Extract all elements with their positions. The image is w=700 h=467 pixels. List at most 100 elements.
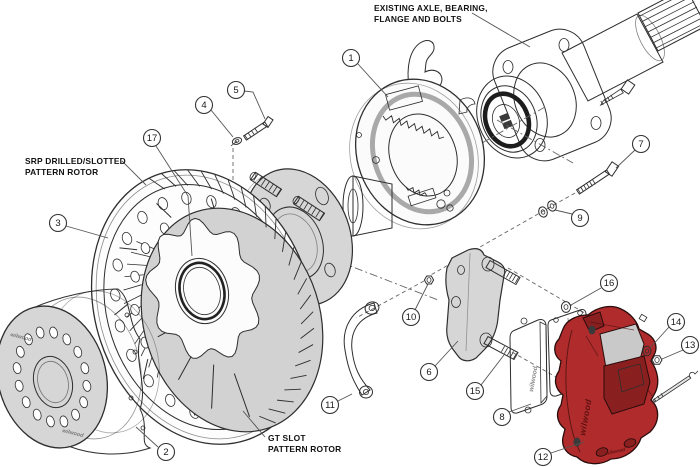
- callout-number: 4: [201, 100, 206, 111]
- callout-16: 16: [570, 273, 619, 306]
- hat-face: [0, 305, 109, 449]
- caliper-stud: [485, 259, 521, 286]
- callout-number: 2: [163, 447, 168, 458]
- wilwood-logo: wilwood: [605, 447, 626, 457]
- callout-number: 16: [604, 278, 615, 289]
- caliper-ear-upper: [582, 311, 605, 333]
- centerline-upper: [496, 119, 574, 164]
- hat-center-bore: [32, 355, 74, 409]
- backing-plate-rim: [354, 78, 486, 226]
- bleed-screw: [638, 313, 648, 323]
- drum-flange-hole: [132, 349, 138, 355]
- drum-flange-hole: [128, 395, 134, 401]
- hat-bolt-shank: [242, 121, 269, 141]
- callout-2: 2: [135, 426, 176, 462]
- shoe-holddown-pin: [372, 156, 380, 164]
- callout-number: 8: [499, 412, 504, 423]
- bracket-hole: [451, 296, 461, 308]
- callout-13: 13: [661, 335, 700, 360]
- bolt-axis-lower: [339, 261, 439, 301]
- shoe-holddown-pin: [443, 189, 451, 197]
- gt-label-leader: [242, 410, 266, 438]
- hat-bolt-head: [262, 115, 274, 129]
- flange-bolt-hole: [534, 138, 546, 152]
- adjuster-pin: [446, 204, 454, 212]
- text-labels: EXISTING AXLE, BEARING, FLANGE AND BOLTS…: [25, 3, 531, 454]
- adjuster-wheel: [436, 199, 446, 209]
- axle-shaft: [561, 13, 664, 102]
- srp-label-leader: [121, 160, 147, 186]
- pin-clip: [688, 370, 699, 379]
- wilwood-logo: wilwood: [528, 365, 540, 392]
- wilwood-logo: wilwood: [62, 428, 85, 439]
- bracket-hole: [368, 304, 376, 312]
- backing-plate-center-hole: [388, 113, 458, 197]
- callout-3: 3: [48, 213, 109, 239]
- flange-bolt-hole: [502, 60, 514, 74]
- callout-number: 12: [538, 452, 549, 463]
- anchor-bracket-tab: [407, 40, 443, 91]
- flange-bolt-hole: [590, 116, 602, 130]
- axle-assembly: [476, 0, 700, 162]
- rotor-hat-drum: wilwood wilwood: [0, 288, 160, 455]
- wheel-stud: [292, 195, 326, 222]
- callout-number: 6: [426, 367, 431, 378]
- brake-rotor: [90, 169, 324, 445]
- gt-label-line2: PATTERN ROTOR: [268, 444, 341, 454]
- callout-number: 17: [147, 133, 158, 144]
- callout-14: 14: [649, 312, 686, 349]
- caliper-bridge-window: [603, 355, 651, 415]
- axle-label-line1: EXISTING AXLE, BEARING,: [374, 3, 488, 13]
- flange-bolt-shank: [599, 88, 624, 107]
- adapter-hole: [315, 186, 329, 206]
- callout-number: 9: [577, 213, 582, 224]
- gt-label-line1: GT SLOT: [268, 433, 306, 443]
- cable-hook-tab: [458, 97, 476, 115]
- callout-10: 10: [401, 283, 429, 327]
- callout-number: 11: [325, 400, 335, 411]
- flange-bolt-hole: [558, 38, 570, 52]
- bolt-head: [604, 161, 620, 177]
- outer-pad: [509, 319, 548, 414]
- mounting-bolt: [575, 161, 620, 195]
- bracket-hole: [362, 388, 369, 395]
- caliper-washer: [642, 345, 652, 357]
- callout-11: 11: [320, 393, 353, 415]
- pad-visible-through-window: [617, 363, 645, 393]
- callout-1: 1: [341, 48, 389, 98]
- callout-15: 15: [465, 354, 505, 401]
- drum-flange-hole: [140, 425, 146, 431]
- callout-number: 1: [348, 53, 353, 64]
- callout-9: 9: [554, 208, 590, 228]
- washer: [231, 137, 243, 145]
- callout-8: 8: [492, 403, 532, 427]
- caliper-boss: [623, 438, 637, 448]
- callout-number: 13: [685, 340, 696, 351]
- shoe-adjuster: [407, 187, 437, 207]
- callout-number: 5: [233, 85, 238, 96]
- brake-caliper: wilwood wilwood: [554, 305, 659, 465]
- bracket-hole: [457, 265, 465, 275]
- caliper-ear-hole: [573, 437, 581, 447]
- wilwood-logo: wilwood: [10, 332, 33, 343]
- callout-number: 10: [406, 312, 417, 323]
- callout-5: 5: [226, 80, 266, 120]
- callout-4: 4: [194, 95, 234, 138]
- brake-shoes: [369, 91, 475, 215]
- callout-17: 17: [142, 128, 193, 257]
- axle-label-line2: FLANGE AND BOLTS: [374, 14, 462, 24]
- drum-flange-hole: [124, 312, 130, 318]
- flange-hub: [513, 62, 577, 138]
- axle-label-leader: [471, 12, 531, 48]
- callout-12: 12: [533, 441, 585, 467]
- caliper-boss: [595, 447, 609, 457]
- parking-cable-bracket: [343, 301, 380, 399]
- bearing-outer: [476, 75, 548, 159]
- lug-hole: [324, 262, 336, 278]
- caliper-ear-hole: [588, 325, 596, 335]
- srp-label-line1: SRP DRILLED/SLOTTED: [25, 156, 126, 166]
- callout-number: 14: [671, 317, 682, 328]
- wheel-stud: [249, 171, 283, 198]
